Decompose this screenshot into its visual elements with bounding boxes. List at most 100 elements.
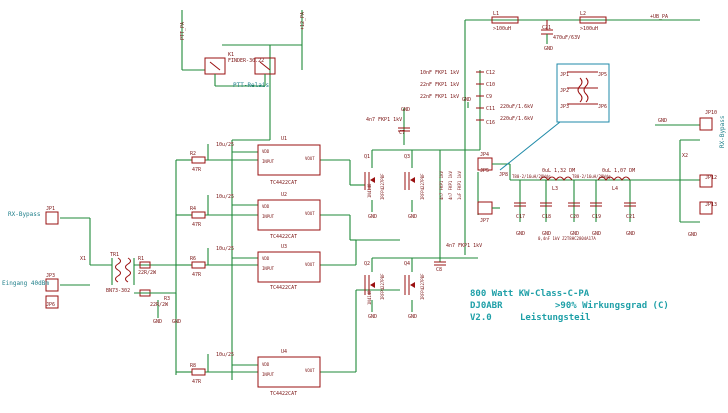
u3-pin-input: INPUT bbox=[262, 266, 275, 271]
u2-pin-vdd: VDD bbox=[262, 204, 270, 209]
cap-1-val: 22nF FKP1 1kV bbox=[420, 82, 459, 88]
driver-u3 bbox=[257, 251, 321, 283]
q1-diode: 1N4148 bbox=[367, 183, 372, 198]
u1-pin-vdd: VDD bbox=[262, 149, 270, 154]
gnd-c18: GND bbox=[542, 231, 551, 237]
u1-ref: U1 bbox=[281, 136, 287, 142]
q4-ref: Q4 bbox=[404, 261, 410, 267]
u3-pin-vdd: VDD bbox=[262, 256, 270, 261]
jp12-label: JP12 bbox=[705, 175, 717, 181]
driver-u2 bbox=[257, 199, 321, 231]
u4-pin-vdd: VDD bbox=[262, 362, 270, 367]
c21b-ref: C21 bbox=[626, 214, 635, 220]
q3-part: IRFP4227PBF bbox=[420, 173, 425, 200]
l2-ref: L2 bbox=[580, 11, 586, 17]
r2-val: 47R bbox=[192, 167, 202, 173]
gnd-q3: GND bbox=[408, 214, 417, 220]
jp4-label: JP4 bbox=[480, 152, 489, 158]
out-cap-2: 1uF FKP1 1kV bbox=[457, 171, 462, 200]
c7-val: 4n7 FKP1 1kV bbox=[366, 117, 402, 123]
x2-ref: X2 bbox=[682, 153, 688, 159]
l2-val: >100uH bbox=[580, 26, 598, 32]
net-ub-pa: +UB_PA bbox=[650, 14, 668, 20]
jp5-label: JP5 bbox=[480, 168, 489, 174]
c8-ref: C8 bbox=[436, 267, 442, 273]
c8-val: 4n7 FKP1 1kV bbox=[446, 243, 482, 249]
c7-ref: C7 bbox=[399, 130, 405, 136]
q2-part: IRFP4227PBF bbox=[380, 273, 385, 300]
u2-pin-input: INPUT bbox=[262, 214, 275, 219]
relay-caption: PTT-Relais bbox=[233, 82, 270, 89]
title-line2a: DJ0ABR bbox=[470, 301, 503, 311]
l3-val: 0uL 1,32 DM bbox=[542, 168, 575, 174]
title-line3a: V2.0 bbox=[470, 313, 492, 323]
rx-bypass-left: RX-Bypass bbox=[8, 211, 41, 218]
jp8-label: JP8 bbox=[499, 172, 508, 178]
mosfet-q1 bbox=[364, 172, 375, 190]
drv-cap-2: 10u/25 bbox=[216, 246, 234, 252]
net-ptt-pa: PTT_PA bbox=[180, 22, 186, 40]
u2-ref: U2 bbox=[281, 192, 287, 198]
supply-filter bbox=[491, 16, 607, 44]
q1-ref: Q1 bbox=[364, 154, 370, 160]
u1-pin-input: INPUT bbox=[262, 159, 275, 164]
jpbox-2: JP2 bbox=[560, 88, 569, 94]
u4-pin-input: INPUT bbox=[262, 372, 275, 377]
input-label: Eingang 40dBm bbox=[2, 280, 49, 287]
r4-ref: R4 bbox=[190, 206, 196, 212]
title-line1: 800 Watt KW-Class-C-PA bbox=[470, 289, 590, 299]
coupling-caps bbox=[467, 70, 484, 125]
cap-3-val: 220uF/1.6kV bbox=[500, 104, 533, 110]
gnd-filter: GND bbox=[544, 46, 553, 52]
u3-pin-vout: VOUT bbox=[305, 262, 315, 267]
q1-part: IRFP4227PBF bbox=[380, 173, 385, 200]
r1-ref: R1 bbox=[138, 256, 144, 262]
r6-ref: R6 bbox=[190, 256, 196, 262]
l1-ref: L1 bbox=[493, 11, 499, 17]
gnd-q4: GND bbox=[408, 314, 417, 320]
u4-part: TC4422CAT bbox=[270, 391, 297, 397]
c17-ref: C17 bbox=[516, 214, 525, 220]
out-cap-0: 4n7 FKP1 1kV bbox=[439, 171, 444, 200]
x1-ref: X1 bbox=[80, 256, 86, 262]
r1-val: 22R/2W bbox=[138, 270, 157, 276]
r6-val: 47R bbox=[192, 272, 202, 278]
r8-ref: R8 bbox=[190, 363, 196, 369]
gnd-c20: GND bbox=[570, 231, 579, 237]
r3-ref: R3 bbox=[164, 296, 170, 302]
driver-u1 bbox=[257, 144, 321, 176]
gnd-q2: GND bbox=[368, 314, 377, 320]
drv-cap-1: 10u/25 bbox=[216, 194, 234, 200]
drv-cap-3: 10u/25 bbox=[216, 352, 234, 358]
jp10-label: JP10 bbox=[705, 110, 717, 116]
relay-k1 bbox=[204, 57, 276, 87]
relay-part: FINDER-30.22 bbox=[228, 58, 264, 64]
cap-2-ref: C9 bbox=[486, 94, 492, 100]
c20-ref: C20 bbox=[570, 214, 579, 220]
c18-ref: C18 bbox=[542, 214, 551, 220]
cap-0-ref: C12 bbox=[486, 70, 495, 76]
jp6-label: JP6 bbox=[46, 302, 55, 308]
u2-pin-vout: VOUT bbox=[305, 211, 315, 216]
title-line3b: Leistungsteil bbox=[520, 312, 590, 323]
l3-part: T80-2/16uH/28Wdg bbox=[512, 174, 551, 179]
cap-4-val: 220uF/1.6kV bbox=[500, 116, 533, 122]
r8-val: 47R bbox=[192, 379, 202, 385]
q2-diode: 1N4148 bbox=[367, 290, 372, 305]
supply-rails bbox=[181, 10, 700, 380]
u4-pin-vout: VOUT bbox=[305, 368, 315, 373]
driver-u4 bbox=[257, 356, 321, 388]
gnd-jp13: GND bbox=[688, 232, 697, 238]
relay-ref: K1 bbox=[228, 52, 234, 58]
gnd-jp10: GND bbox=[658, 118, 667, 124]
jpbox-1: JP1 bbox=[560, 72, 569, 78]
jp7-label: JP7 bbox=[480, 218, 489, 224]
jpbox-5: JP5 bbox=[598, 72, 607, 78]
gnd-coupling: GND bbox=[462, 97, 471, 103]
c21-val: 470uF/63V bbox=[553, 35, 580, 41]
r4-val: 47R bbox=[192, 222, 202, 228]
tr1-part: BN73-302 bbox=[106, 288, 130, 294]
jpbox-6: JP6 bbox=[598, 104, 607, 110]
jp1-label: JP1 bbox=[46, 206, 55, 212]
